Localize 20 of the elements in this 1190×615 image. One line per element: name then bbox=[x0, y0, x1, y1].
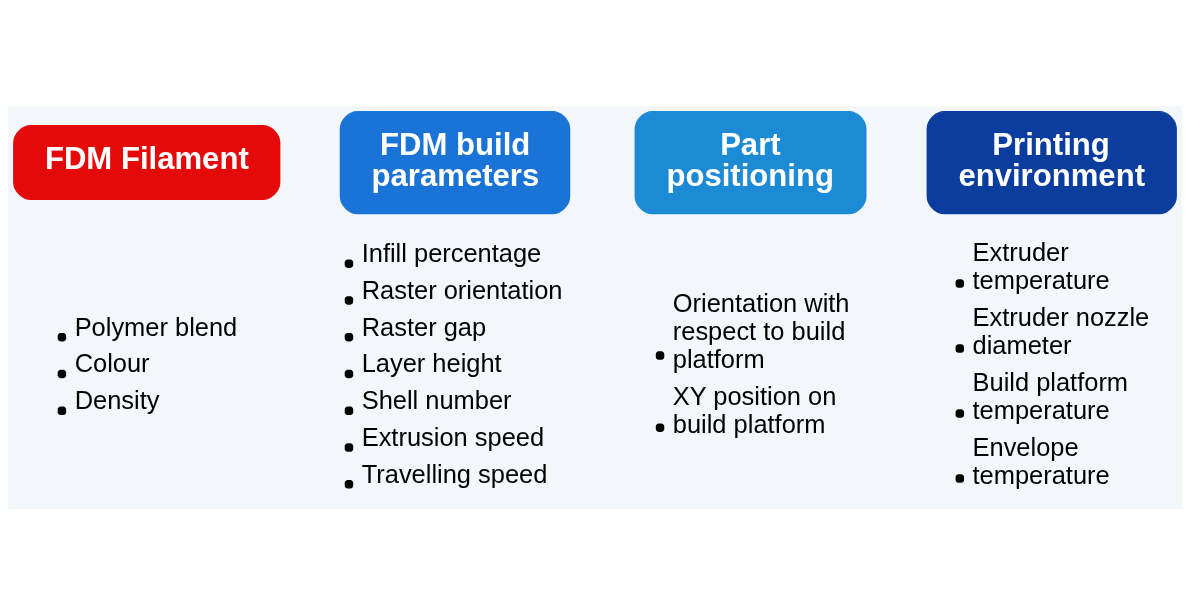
node-label: Build platform temperature bbox=[972, 367, 1129, 425]
node-label: Infill percentage bbox=[361, 239, 542, 268]
node-label: Extruder temperature bbox=[972, 237, 1110, 294]
node-label: Density bbox=[74, 386, 160, 415]
node-label: Travelling speed bbox=[361, 459, 548, 488]
node-label: Shell number bbox=[361, 386, 512, 415]
node-label: Raster orientation bbox=[361, 275, 563, 304]
node-box: Printing environment bbox=[926, 110, 1177, 215]
node-box: Part positioning bbox=[634, 110, 867, 215]
node-label: Raster gap bbox=[361, 312, 487, 341]
node-label: Extruder nozzle diameter bbox=[972, 302, 1150, 360]
node-box: FDM Filament bbox=[13, 125, 281, 201]
node-box: FDM build parameters bbox=[339, 110, 571, 215]
node-label: Orientation with respect to build platform bbox=[672, 288, 850, 374]
node-label: Extrusion speed bbox=[361, 422, 545, 451]
node-label: Polymer blend bbox=[74, 312, 238, 341]
node-label: Layer height bbox=[361, 349, 502, 378]
node-label: Colour bbox=[74, 349, 150, 378]
node-label: Envelope temperature bbox=[972, 432, 1110, 490]
node-label: XY position on build platform bbox=[672, 381, 837, 439]
